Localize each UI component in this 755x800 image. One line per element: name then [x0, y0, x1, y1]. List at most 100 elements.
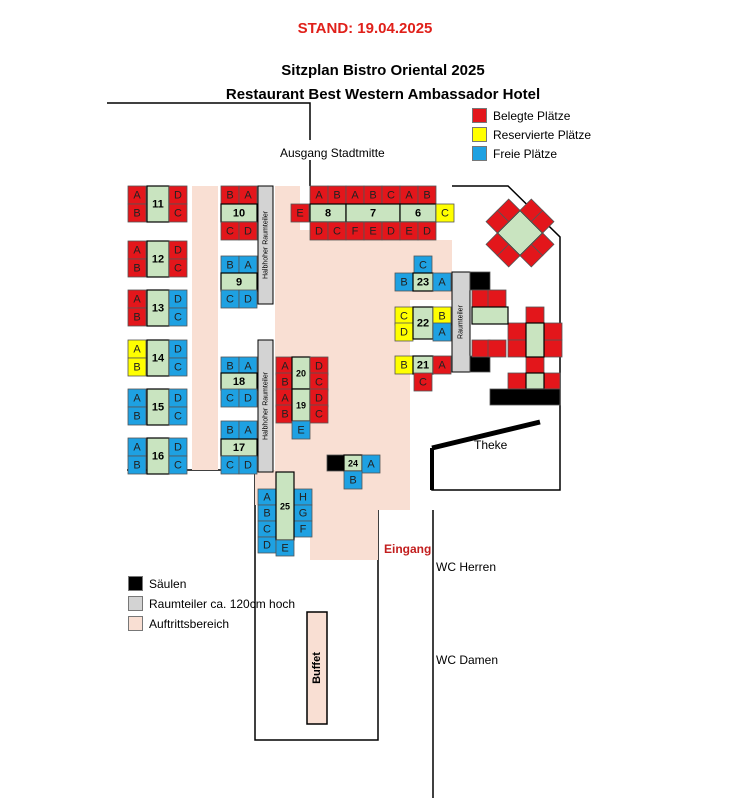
- bar-pillar: [489, 388, 561, 406]
- seat: [507, 339, 527, 358]
- legend-stage: Auftrittsbereich: [128, 616, 229, 631]
- table-17-number: 17: [233, 442, 245, 454]
- seat-letter: C: [226, 226, 234, 238]
- seat: [525, 306, 545, 325]
- seat: [485, 209, 510, 234]
- table-11-number: 11: [152, 199, 164, 211]
- table-14-number: 14: [152, 353, 165, 365]
- seat-letter: A: [281, 393, 289, 405]
- seat-letter: B: [133, 312, 140, 324]
- table-right-tall: [525, 322, 545, 358]
- seat-letter: A: [244, 361, 252, 373]
- seat-letter: B: [423, 190, 430, 202]
- table-9-number: 9: [236, 277, 242, 289]
- seat-letter: C: [174, 208, 182, 220]
- legend-stage-label: Auftrittsbereich: [149, 616, 230, 631]
- legend-divider-swatch: [128, 596, 143, 611]
- seat-letter: G: [299, 508, 308, 520]
- legend-free-label: Freie Plätze: [493, 146, 558, 161]
- seat: [496, 243, 521, 268]
- legend-occupied: Belegte Plätze: [472, 108, 570, 123]
- seat: [432, 355, 452, 375]
- plan-title: Sitzplan Bistro Oriental 2025: [281, 62, 485, 79]
- buffet: [306, 611, 328, 725]
- seat: [127, 203, 147, 223]
- seat: [413, 372, 433, 392]
- seat: [487, 289, 507, 308]
- plan-subtitle: Restaurant Best Western Ambassador Hotel: [225, 86, 541, 103]
- table-20-number: 20: [296, 369, 306, 379]
- seat: [291, 420, 311, 440]
- seat-letter: C: [387, 190, 395, 202]
- table-6-number: 6: [415, 208, 421, 220]
- seat-letter: D: [174, 294, 182, 306]
- seat-letter: C: [226, 393, 234, 405]
- wc-men-label: WC Herren: [436, 560, 497, 574]
- seat: [238, 388, 258, 408]
- seat: [238, 289, 258, 309]
- table-24-number: 24: [348, 459, 358, 469]
- buffet-label: Buffet: [311, 652, 323, 684]
- seat-letter: A: [244, 190, 252, 202]
- table-16-number: 16: [152, 451, 164, 463]
- seat-letter: B: [133, 411, 140, 423]
- table-8-number: 8: [325, 208, 331, 220]
- table-21-number: 21: [417, 360, 429, 372]
- seat-letter: D: [174, 245, 182, 257]
- seat: [530, 209, 555, 234]
- seat-letter: A: [367, 459, 375, 471]
- divider-right-label: Raumteiler: [458, 304, 465, 339]
- legend-dividers: Raumteiler ca. 120cm hoch: [128, 596, 295, 611]
- seat-letter: C: [174, 460, 182, 472]
- seat: [525, 355, 545, 374]
- table-19-number: 19: [296, 401, 306, 411]
- seat-letter: C: [441, 208, 449, 220]
- seat: [471, 289, 491, 308]
- pillar: [326, 454, 345, 472]
- seat-letter: D: [174, 190, 182, 202]
- legend-reserved-swatch: [472, 127, 487, 142]
- seat: [127, 307, 147, 327]
- seat-letter: E: [405, 226, 412, 238]
- seat: [168, 258, 188, 278]
- seat-letter: A: [438, 277, 446, 289]
- seat-letter: B: [281, 409, 288, 421]
- entrance-label: Eingang: [384, 542, 432, 556]
- seat-letter: C: [174, 312, 182, 324]
- seat-letter: C: [315, 377, 323, 389]
- seat-letter: B: [133, 460, 140, 472]
- seat-letter: D: [174, 393, 182, 405]
- table-right-small: [525, 372, 545, 390]
- seat: [507, 322, 527, 341]
- seat: [543, 339, 563, 358]
- seat: [168, 406, 188, 426]
- seat-letter: C: [315, 409, 323, 421]
- table-right-rect: [471, 306, 509, 325]
- theke-bar: [431, 419, 541, 451]
- seat-letter: B: [226, 425, 233, 437]
- seat: [361, 454, 381, 474]
- legend-occupied-label: Belegte Plätze: [493, 108, 571, 123]
- seat-letter: A: [263, 492, 271, 504]
- seat-letter: B: [281, 377, 288, 389]
- seat-letter: H: [299, 492, 307, 504]
- table-12-number: 12: [152, 254, 164, 266]
- seat: [519, 243, 544, 268]
- seat-letter: B: [226, 260, 233, 272]
- seat-letter: B: [226, 361, 233, 373]
- seat-letter: D: [244, 460, 252, 472]
- seat-letter: A: [438, 360, 446, 372]
- table-13-number: 13: [152, 303, 164, 315]
- seat: [507, 372, 527, 390]
- seat-letter: A: [133, 294, 141, 306]
- divider-lower: [257, 339, 274, 473]
- exit-label: Ausgang Stadtmitte: [280, 146, 385, 160]
- seat-letter: E: [297, 425, 304, 437]
- pillar: [469, 355, 491, 373]
- seat-letter: B: [400, 360, 407, 372]
- seat: [290, 203, 310, 223]
- seat-letter: B: [226, 190, 233, 202]
- diamond-table-group: [485, 198, 555, 268]
- seat-letter: A: [244, 425, 252, 437]
- seat-letter: B: [133, 208, 140, 220]
